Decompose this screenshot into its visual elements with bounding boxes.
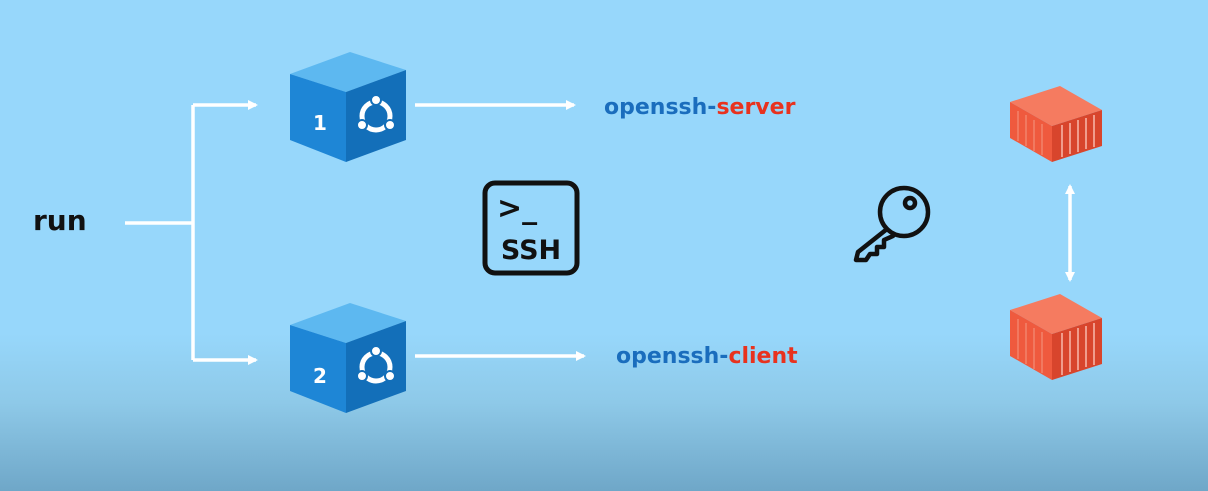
run-label: run: [33, 204, 87, 237]
terminal-ssh-icon: >_ SSH: [482, 180, 580, 276]
terminal-ssh-text: SSH: [501, 235, 561, 266]
shipping-container-icon: [1010, 294, 1102, 380]
ubuntu-cube-1: 1: [290, 52, 406, 162]
ubuntu-icon: [356, 345, 396, 384]
ubuntu-cube-2: 2: [290, 303, 406, 413]
client-label-accent: client: [728, 344, 798, 369]
cube-1-number: 1: [313, 111, 327, 135]
shipping-container-icon: [1010, 86, 1102, 162]
branch-connector: [125, 100, 258, 365]
openssh-server-label: openssh-server: [604, 95, 796, 120]
client-label-main: openssh-: [616, 344, 728, 369]
server-label-main: openssh-: [604, 95, 716, 120]
openssh-client-label: openssh-client: [616, 344, 798, 369]
ubuntu-icon: [356, 94, 396, 133]
cube-2-number: 2: [313, 364, 327, 388]
terminal-prompt: >_: [497, 191, 537, 226]
server-label-accent: server: [716, 95, 795, 120]
key-icon: [853, 185, 931, 263]
